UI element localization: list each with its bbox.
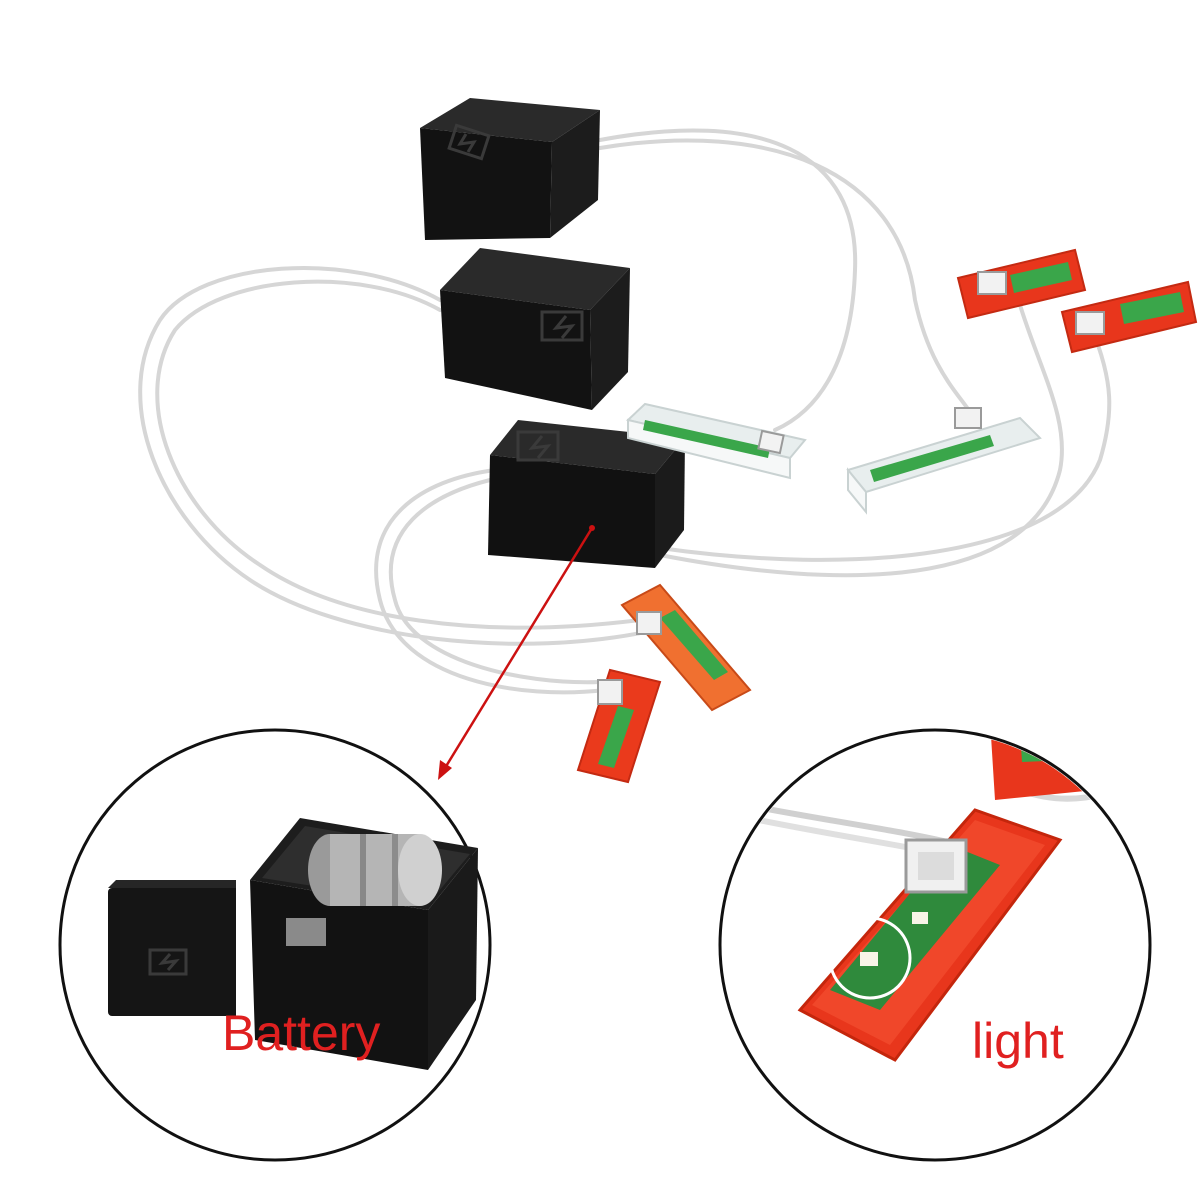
led-chip [860, 952, 878, 966]
led-strip-red-2 [1060, 280, 1198, 354]
connector [757, 429, 785, 455]
led-chip [912, 912, 928, 924]
battery-box-2 [440, 248, 630, 410]
connector [1075, 311, 1105, 335]
battery-detail-circle [58, 728, 492, 1162]
light-detail-circle [718, 728, 1152, 1162]
lightning-icon [516, 430, 560, 462]
led-strip-clear-2 [846, 407, 1042, 515]
wire [658, 303, 1064, 578]
battery-box-1 [420, 98, 600, 240]
lightning-icon [447, 123, 491, 161]
wire [658, 343, 1112, 562]
wire [388, 478, 602, 685]
wire [138, 266, 657, 646]
battery-compartment [250, 818, 478, 1070]
led-strip-clear-1 [625, 402, 807, 480]
coin-battery [308, 834, 442, 906]
wire [374, 468, 607, 695]
connector [954, 407, 982, 429]
lightning-icon [148, 948, 188, 976]
light-label: light [972, 1013, 1064, 1069]
led-strip-red-1 [956, 248, 1087, 320]
spring-contact [286, 918, 326, 946]
battery-lid [108, 880, 236, 1016]
lightning-icon [540, 310, 584, 342]
connector [977, 271, 1007, 295]
wire [598, 138, 974, 417]
wire [155, 279, 642, 630]
led-strip-red-3 [620, 583, 752, 712]
battery-label: Battery [222, 1005, 381, 1061]
led-brick-closeup [797, 808, 1063, 1062]
wire [598, 128, 858, 432]
connector [597, 679, 623, 705]
wires [138, 128, 1112, 695]
pointer-arrow [438, 525, 595, 780]
connector [636, 611, 662, 635]
highlight-circle [828, 916, 912, 1000]
led-strip-red-4 [576, 668, 662, 784]
